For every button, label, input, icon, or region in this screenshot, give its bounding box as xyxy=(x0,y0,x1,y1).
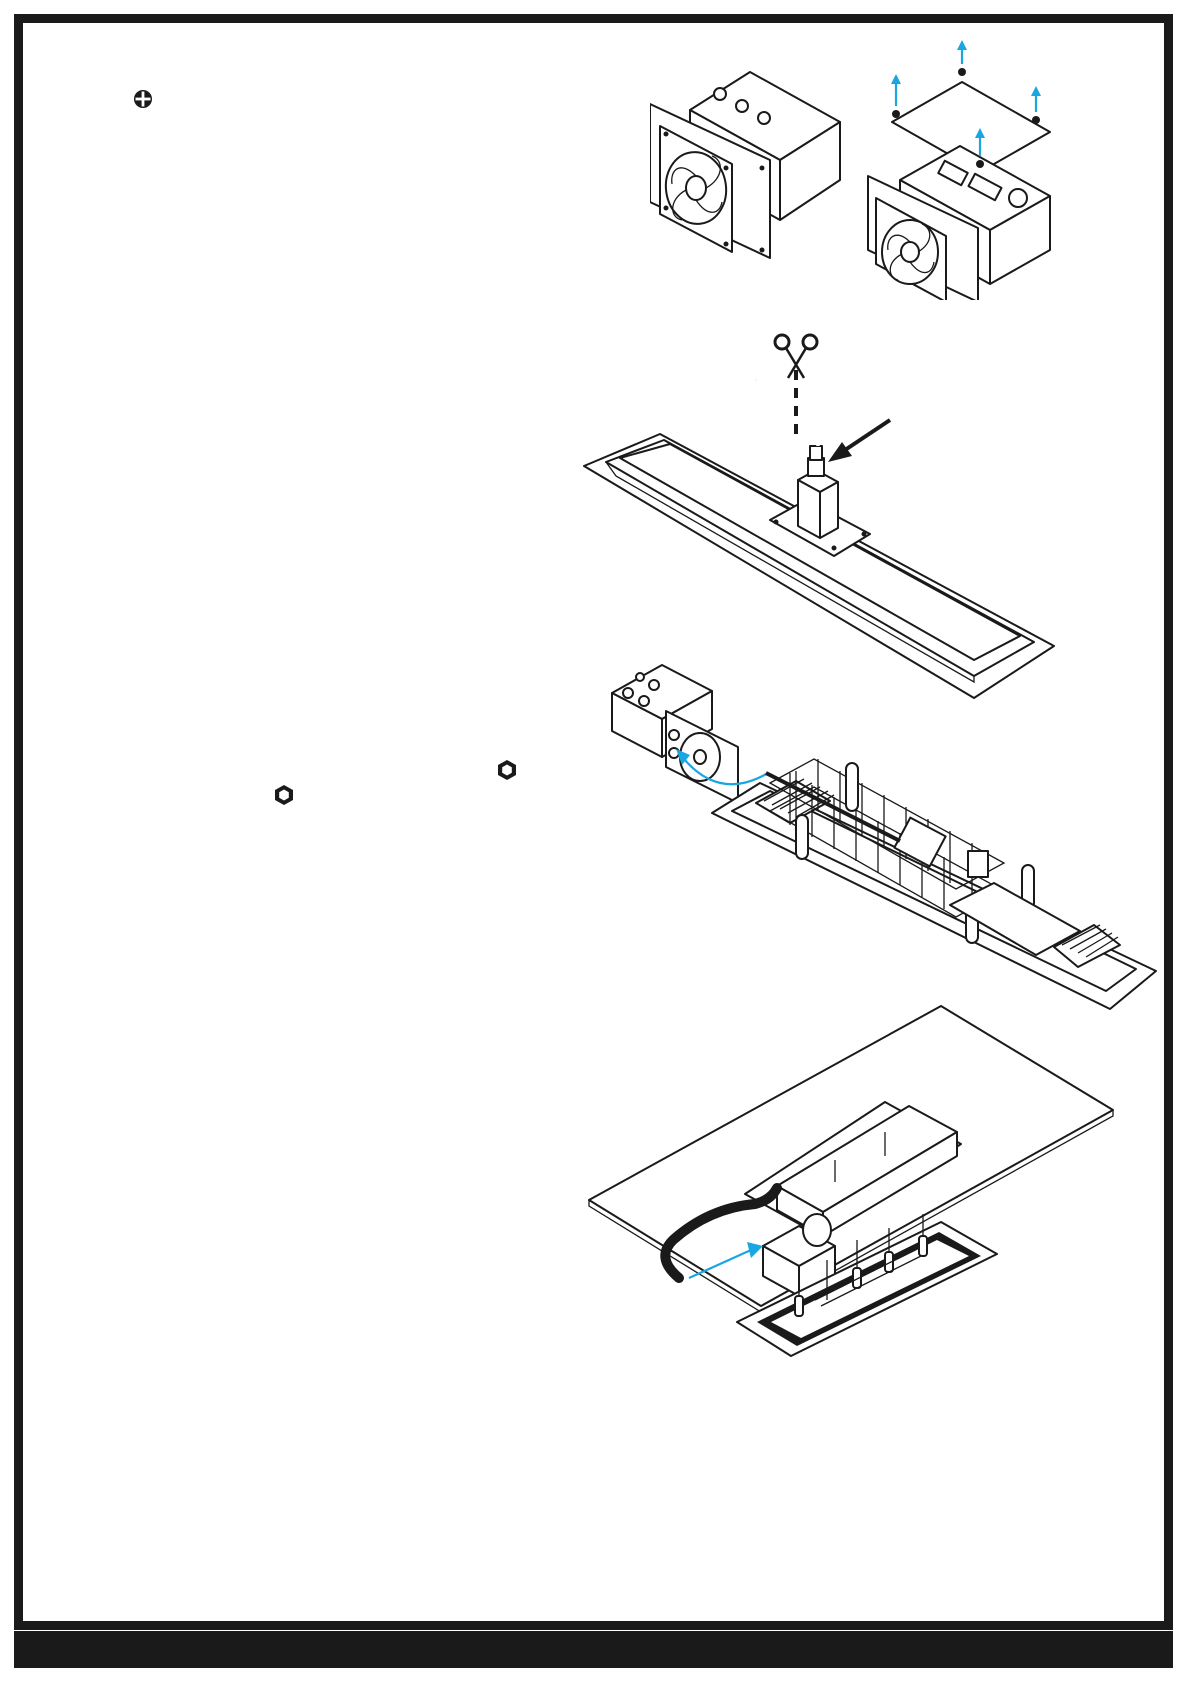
pointer-arrow xyxy=(828,420,890,462)
hex-nut-icon xyxy=(495,758,519,782)
hex-nut-icon-secondary xyxy=(272,783,296,807)
heater-wiring-cage xyxy=(600,655,1160,1035)
phillips-screw-icon xyxy=(132,88,154,110)
transformer-box-cover-removed xyxy=(860,40,1060,300)
transformer-box-with-fan xyxy=(650,60,850,260)
footer-bar xyxy=(14,1631,1173,1668)
heater-cable-cut xyxy=(580,330,1060,700)
ceiling-install xyxy=(585,1000,1115,1360)
